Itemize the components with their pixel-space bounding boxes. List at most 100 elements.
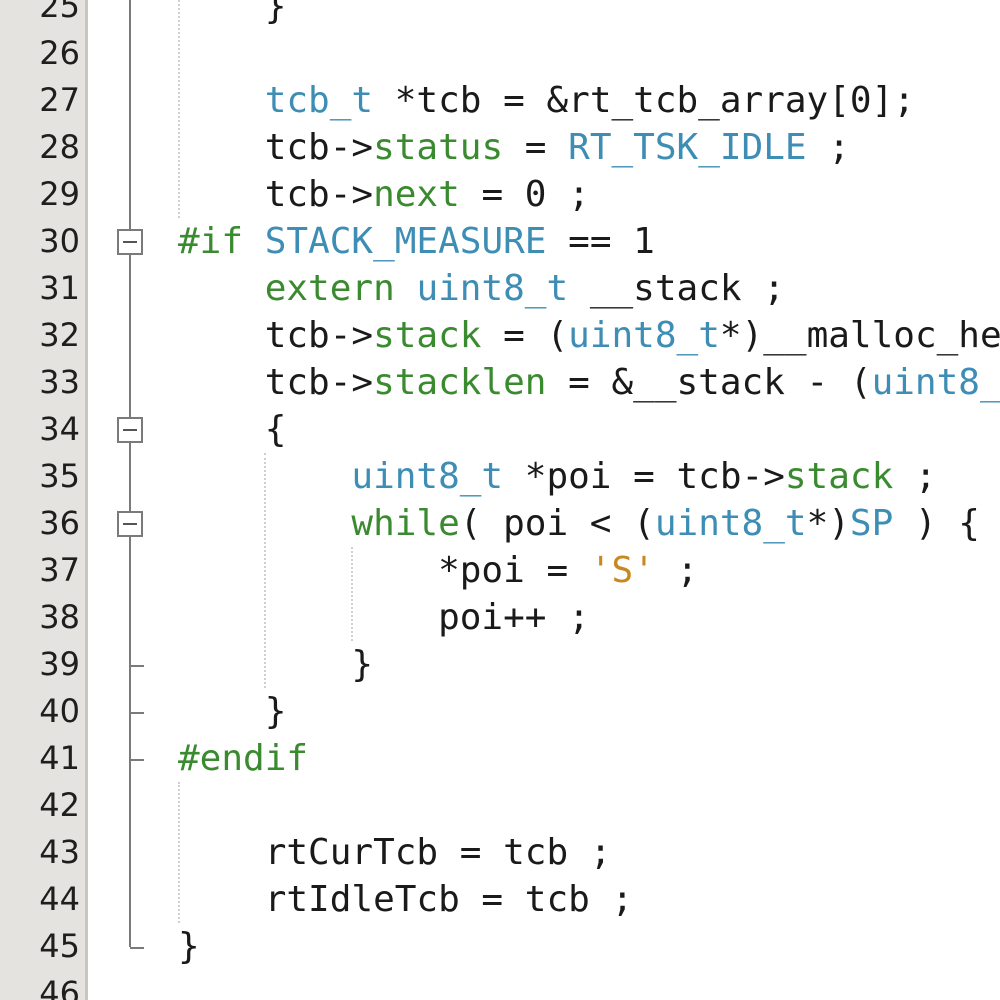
code-line[interactable]: 39 } [0,641,1000,688]
code-text[interactable]: poi++ ; [178,594,590,641]
code-line[interactable]: 28 tcb->status = RT_TSK_IDLE ; [0,124,1000,171]
code-text[interactable]: { [178,406,287,453]
code-token: stack [373,315,482,356]
code-line[interactable]: 44 rtIdleTcb = tcb ; [0,876,1000,923]
code-text[interactable]: rtCurTcb = tcb ; [178,829,612,876]
line-number: 41 [39,739,80,777]
code-token: stack [784,456,894,497]
code-text[interactable]: #if STACK_MEASURE == 1 [178,218,655,265]
code-token: #endif [178,738,309,779]
indent-guide [264,453,267,688]
code-line[interactable]: 36 while( poi < (uint8_t*)SP ) { [0,500,1000,547]
code-token: == 1 [546,221,655,262]
code-token [178,80,265,121]
code-token [395,268,417,309]
code-line[interactable]: 38 poi++ ; [0,594,1000,641]
line-number: 39 [39,645,80,683]
line-number: 27 [39,81,80,119]
fold-end-tick [130,711,144,714]
code-token: = ( [481,315,569,356]
code-text[interactable]: tcb_t *tcb = &rt_tcb_array[0]; [178,77,915,124]
code-text[interactable]: tcb->stack = (uint8_t*)__malloc_he [178,312,1000,359]
code-line[interactable]: 45} [0,923,1000,970]
line-number: 34 [39,410,80,448]
code-token: } [178,926,200,967]
code-token: *)__malloc_he [719,315,1000,356]
code-line[interactable]: 25 } [0,0,1000,30]
indent-guide [350,547,353,641]
fold-end-tick [130,664,144,667]
code-text[interactable]: tcb->stacklen = &__stack - (uint8_ [178,359,1000,406]
code-text[interactable]: tcb->status = RT_TSK_IDLE ; [178,124,850,171]
fold-end-tick [130,758,144,761]
code-token: { [178,409,287,450]
line-number: 40 [39,692,80,730]
line-number: 44 [39,880,80,918]
line-number: 36 [39,504,80,542]
code-token: rtCurTcb = tcb ; [178,832,612,873]
code-token: status [373,127,504,168]
line-number: 31 [39,269,80,307]
code-token: *poi = tcb-> [503,456,785,497]
code-token: rtIdleTcb = tcb ; [178,879,634,920]
code-token: *tcb = &rt_tcb_array[0]; [373,80,915,121]
code-token: extern [264,268,395,309]
code-text[interactable]: tcb->next = 0 ; [178,171,590,218]
fold-collapse-toggle-icon[interactable] [117,228,143,255]
code-token [243,221,265,262]
code-line[interactable]: 43 rtCurTcb = tcb ; [0,829,1000,876]
code-token: tcb-> [178,174,374,215]
line-number-gutter [0,0,88,1000]
line-number: 42 [39,786,80,824]
code-line[interactable]: 26 [0,30,1000,77]
code-line[interactable]: 41 #endif [0,735,1000,782]
code-line[interactable]: 33 tcb->stacklen = &__stack - (uint8_ [0,359,1000,406]
code-text[interactable]: uint8_t *poi = tcb->stack ; [178,453,936,500]
code-line[interactable]: 37 *poi = 'S' ; [0,547,1000,594]
code-token: __stack ; [568,268,785,309]
code-token [178,268,265,309]
fold-end-tick [130,946,144,949]
code-text[interactable]: } [178,688,287,735]
code-token: } [178,0,287,27]
fold-collapse-toggle-icon[interactable] [117,510,143,537]
code-line[interactable]: 27 tcb_t *tcb = &rt_tcb_array[0]; [0,77,1000,124]
code-text[interactable]: } [178,641,373,688]
line-number: 38 [39,598,80,636]
code-token: while [351,503,460,544]
code-token: tcb-> [178,362,374,403]
line-number: 46 [39,974,80,1000]
code-text[interactable]: *poi = 'S' ; [178,547,698,594]
code-token [178,503,351,544]
fold-collapse-toggle-icon[interactable] [117,416,143,443]
code-text[interactable]: extern uint8_t __stack ; [178,265,785,312]
code-line[interactable]: 29 tcb->next = 0 ; [0,171,1000,218]
code-line[interactable]: 35 uint8_t *poi = tcb->stack ; [0,453,1000,500]
code-text[interactable]: } [178,0,287,30]
code-line[interactable]: 46 [0,970,1000,1000]
code-line[interactable]: 31 extern uint8_t __stack ; [0,265,1000,312]
code-line[interactable]: 30 #if STACK_MEASURE == 1 [0,218,1000,265]
code-token: uint8_t [416,268,569,309]
line-number: 37 [39,551,80,589]
code-token: SP [849,503,894,544]
line-number: 30 [39,222,80,260]
code-line[interactable]: 42 [0,782,1000,829]
code-text[interactable]: #endif [178,735,308,782]
code-token: uint8_t [654,503,807,544]
line-number: 45 [39,927,80,965]
code-text[interactable]: rtIdleTcb = tcb ; [178,876,633,923]
line-number: 35 [39,457,80,495]
code-line[interactable]: 32 tcb->stack = (uint8_t*)__malloc_he [0,312,1000,359]
code-token: = 0 ; [459,174,590,215]
code-token: RT_TSK_IDLE [568,127,807,168]
code-line[interactable]: 34 { [0,406,1000,453]
code-text[interactable]: while( poi < (uint8_t*)SP ) { [178,500,980,547]
indent-guide [178,782,180,923]
line-number: 29 [39,175,80,213]
code-line[interactable]: 40 } [0,688,1000,735]
code-token: ; [806,127,850,168]
indent-guide [178,0,180,218]
code-text[interactable]: } [178,923,200,970]
